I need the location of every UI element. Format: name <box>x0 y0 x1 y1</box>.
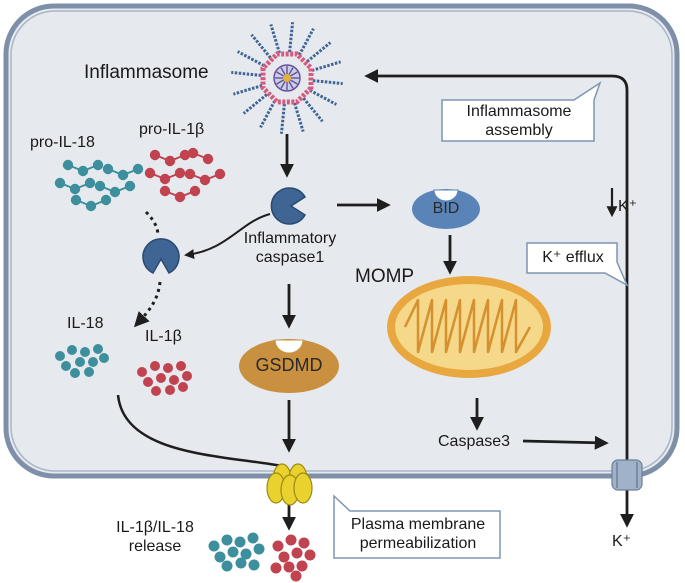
callout-plasma-membrane <box>333 494 501 559</box>
caspase-icon <box>270 187 307 225</box>
label-k-outside: K⁺ <box>612 533 632 550</box>
arrow-il18-to-pore <box>116 394 283 468</box>
arrow-proil-to-caspase <box>144 210 160 237</box>
cell-membrane-inner <box>10 10 673 472</box>
gsdmd-icon <box>239 339 339 393</box>
arrow-k-efflux-loop <box>364 69 629 472</box>
callout-k-efflux <box>526 242 629 287</box>
label-k-inside: K⁺ <box>618 198 638 215</box>
label-gsdmd: GSDMD <box>255 355 323 375</box>
label-caspase3: Caspase3 <box>438 433 511 450</box>
label-bid: BID <box>432 200 460 217</box>
il18-dots <box>55 344 109 378</box>
pro-il18-chains <box>54 159 144 212</box>
label-inflammatory-caspase: Inflammatory caspase1 <box>243 230 337 266</box>
callout-text-inflammasome-assembly: Inflammasome assembly <box>466 103 572 139</box>
arrow-caspase-to-il18 <box>133 281 162 328</box>
released-il18-dots <box>208 532 265 572</box>
gsdmd-pore-icon <box>266 463 313 506</box>
inflammasome-icon <box>231 22 343 134</box>
pro-il1b-chains <box>144 147 226 203</box>
label-pro-il1b: pro-IL-1β <box>139 121 205 138</box>
bid-icon <box>412 189 480 229</box>
label-inflammasome: Inflammasome <box>84 62 209 83</box>
mitochondrion-icon <box>387 276 551 378</box>
label-pro-il18: pro-IL-18 <box>30 134 95 151</box>
label-il1b: IL-1β <box>145 328 182 345</box>
arrow-caspase3-to-channel <box>522 435 609 450</box>
label-il18: IL-18 <box>67 315 104 332</box>
released-il1b-dots <box>270 534 316 582</box>
callout-text-k-efflux: K⁺ efflux <box>542 249 604 266</box>
potassium-channel-icon <box>611 459 643 491</box>
label-release: IL-1β/IL-18 release <box>116 519 194 555</box>
arrow-caspase-to-secondary <box>184 213 271 260</box>
label-momp: MOMP <box>355 266 415 287</box>
caspase-secondary-icon <box>142 238 180 274</box>
callout-text-plasma-membrane: Plasma membrane permeabilization <box>350 516 486 552</box>
il1b-dots <box>137 361 192 396</box>
callout-inflammasome-assembly <box>441 81 602 142</box>
